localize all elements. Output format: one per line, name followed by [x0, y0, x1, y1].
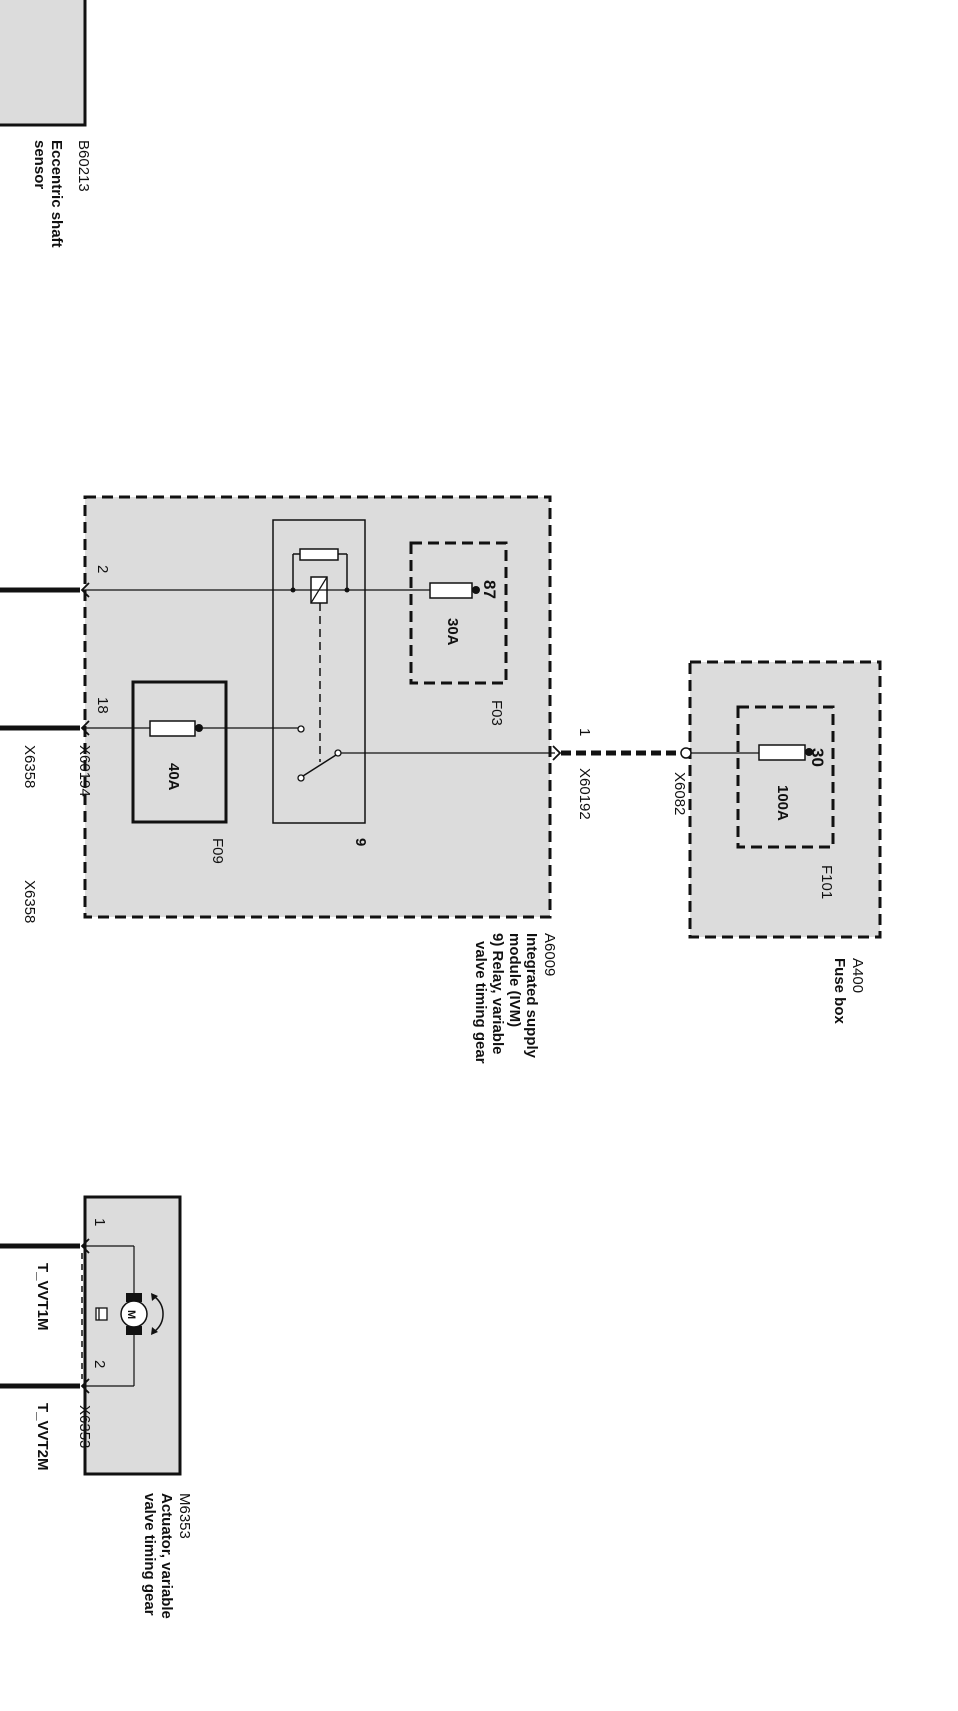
- actuator-pin-2: 2: [91, 1360, 108, 1368]
- ivm-name-1: Integrated supply: [523, 933, 540, 1059]
- relay-9-number: 9: [352, 838, 369, 846]
- connector-x60194-id: X60194: [76, 745, 93, 797]
- motor-letter: M: [125, 1310, 137, 1319]
- ivm-name-4: valve timing gear: [472, 941, 489, 1064]
- eccentric-sensor-box: [0, 0, 87, 127]
- splice-x6358-b: X6358: [21, 880, 38, 923]
- fuse-f09-id: F09: [209, 838, 226, 864]
- ivm-module-frame: [83, 495, 552, 919]
- motor-brush-top: [126, 1293, 142, 1302]
- relay-resistor: [299, 548, 339, 561]
- connector-x60192-id: X60192: [576, 768, 593, 820]
- fuse-f03-symbol: [429, 582, 473, 599]
- fuse-f101-rating: 100A: [774, 785, 791, 821]
- fuse-f09-frame: [131, 680, 228, 824]
- fuse-f101-frame: [736, 705, 835, 849]
- fuse-box-name: Fuse box: [831, 958, 848, 1025]
- actuator-box: [83, 1195, 182, 1476]
- motor-arrow-head-b: [151, 1327, 158, 1335]
- splice-x6358-a: X6358: [21, 745, 38, 788]
- fuse-f03-terminal: 87: [480, 580, 499, 599]
- eccentric-sensor-name-2: sensor: [31, 140, 48, 189]
- fuse-box-id: A400: [849, 958, 866, 993]
- connector-x6082: X6082: [671, 772, 688, 815]
- ivm-id: A6009: [541, 933, 558, 976]
- connector-x6353-id: X6353: [76, 1405, 93, 1448]
- actuator-name-2: valve timing gear: [141, 1493, 158, 1616]
- motor-arrow-head-a: [151, 1293, 158, 1301]
- connector-x60192-pin-number: 1: [576, 728, 593, 736]
- motor-symbol: [120, 1300, 148, 1328]
- fuse-f03-id: F03: [488, 700, 505, 726]
- eccentric-sensor-id: B60213: [75, 140, 92, 192]
- fuse-f03-terminal-dot: [472, 586, 480, 594]
- wire-t-vvt2m: T_VVT2M: [34, 1403, 51, 1471]
- connector-x6353-pin2: [80, 1378, 90, 1394]
- fuse-f101-terminal: 30: [808, 748, 827, 767]
- eccentric-sensor-name-1: Eccentric shaft: [48, 140, 65, 248]
- relay-9-frame: [272, 519, 366, 824]
- relay-switch-blade: [302, 754, 337, 777]
- actuator-pin-1: 1: [91, 1218, 108, 1226]
- connector-x60194-pin-a: 2: [94, 565, 111, 573]
- relay-switch-contact-b: [297, 774, 305, 782]
- actuator-id: M6353: [176, 1493, 193, 1539]
- connector-x60194-pin-b: 18: [94, 697, 111, 714]
- motor-rotation-arrow: [154, 1296, 164, 1332]
- ivm-name-2: module (IVM): [506, 933, 523, 1027]
- connector-x60194-pin2: [80, 582, 90, 598]
- wire-t-vvt1m: T_VVT1M: [34, 1263, 51, 1331]
- actuator-name-1: Actuator, variable: [158, 1493, 175, 1619]
- ivm-name-3: 9) Relay, variable: [489, 933, 506, 1054]
- connector-x60194-pin18: [80, 720, 90, 736]
- fuse-f101-terminal-dot: [805, 748, 813, 756]
- connector-x6353-pin1: [80, 1238, 90, 1254]
- fuse-f03-rating: 30A: [444, 618, 461, 646]
- fuse-f101-symbol: [758, 744, 806, 761]
- fuse-f09-symbol: [149, 720, 196, 737]
- relay-switch-contact-a: [297, 725, 305, 733]
- connector-x60192-pin: [552, 745, 562, 761]
- fuse-f03-frame: [409, 541, 508, 685]
- fuse-f101-id: F101: [818, 865, 835, 899]
- connector-x6082-pin: [680, 747, 692, 759]
- fuse-f09-rating: 40A: [165, 763, 182, 791]
- fuse-box-frame: [688, 660, 882, 939]
- motor-marker: [95, 1307, 108, 1321]
- motor-brush-bottom: [126, 1326, 142, 1335]
